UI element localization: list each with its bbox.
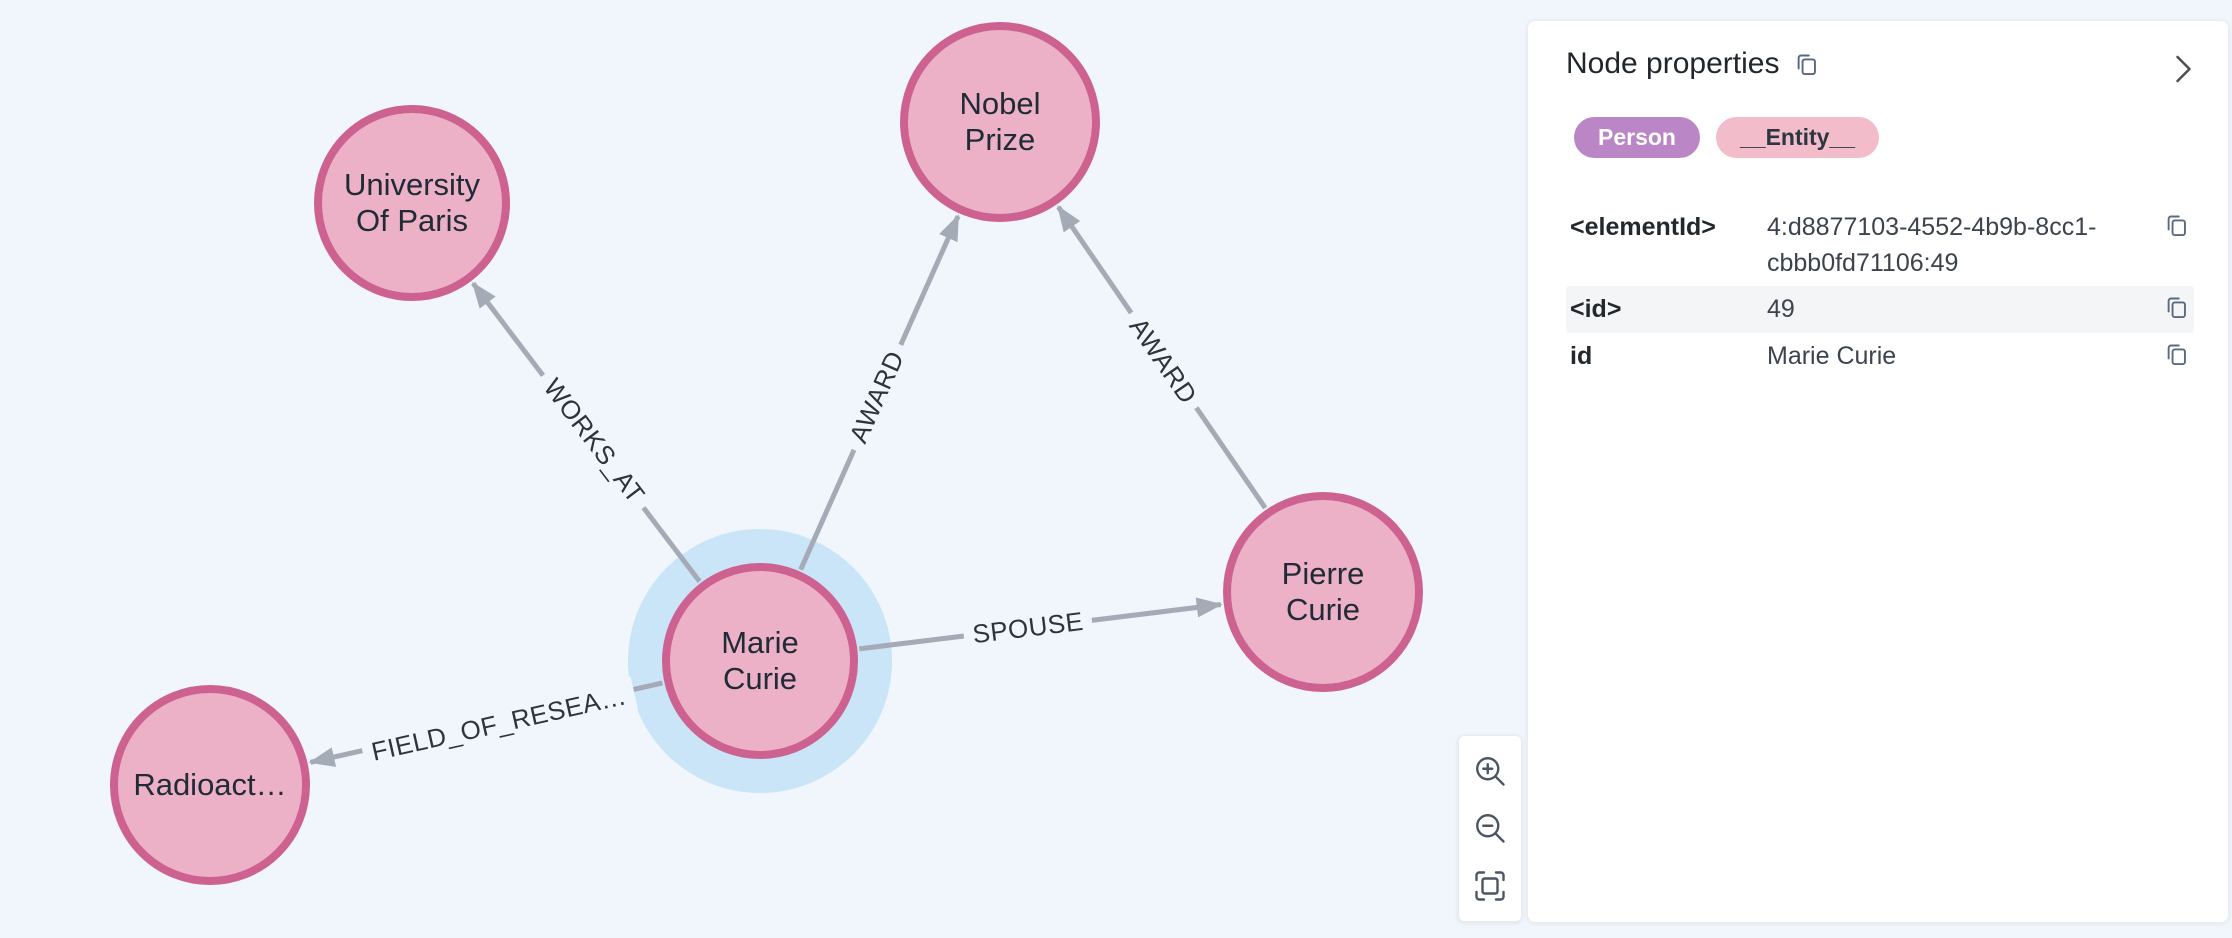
copy-property-button[interactable] <box>2163 341 2190 368</box>
property-key: <id> <box>1570 295 1622 323</box>
node-label: Radioact… <box>133 767 287 802</box>
property-key: id <box>1570 342 1593 370</box>
node-label: Curie <box>722 661 798 696</box>
zoom-out-icon <box>1476 814 1505 844</box>
zoom-in-button[interactable] <box>1472 753 1508 789</box>
fit-to-screen-icon <box>1475 871 1505 901</box>
copy-property-button[interactable] <box>2163 294 2190 321</box>
copy-icon <box>2167 344 2186 366</box>
chevron-right-icon <box>2176 55 2191 83</box>
node-label-badge: __Entity__ <box>1715 117 1880 158</box>
property-value: 49 <box>1767 295 1795 323</box>
copy-all-properties-button[interactable] <box>1793 51 1820 78</box>
property-row: <elementId> 4:d8877103-4552-4b9b-8cc1-cbb… <box>1566 204 2194 286</box>
copy-icon <box>2167 215 2186 237</box>
property-row: <id> 49 <box>1566 286 2194 333</box>
collapse-panel-button[interactable] <box>2164 51 2200 87</box>
node-label: Marie <box>721 625 799 660</box>
graph-node-radioactivity[interactable]: Radioact… <box>110 685 310 885</box>
fit-to-screen-button[interactable] <box>1472 868 1508 904</box>
property-value: 4:d8877103-4552-4b9b-8cc1-cbbb0fd71106:4… <box>1767 213 2097 277</box>
panel-header: Node properties <box>1566 47 1820 81</box>
node-label: Of Paris <box>356 203 468 238</box>
node-label-badge: Person <box>1574 117 1700 158</box>
copy-icon <box>1798 54 1817 75</box>
properties-table: <elementId> 4:d8877103-4552-4b9b-8cc1-cbb… <box>1566 204 2194 380</box>
node-label: Pierre <box>1281 556 1365 591</box>
node-label: Curie <box>1285 592 1361 627</box>
zoom-toolbar <box>1458 735 1522 922</box>
property-row: id Marie Curie <box>1566 333 2194 380</box>
copy-property-button[interactable] <box>2163 212 2190 239</box>
panel-title: Node properties <box>1566 47 1780 80</box>
property-value: Marie Curie <box>1767 342 1897 370</box>
node-properties-panel: Node properties Person __Entity__ <elemen… <box>1527 20 2229 923</box>
node-label: Prize <box>964 122 1036 157</box>
node-label: Nobel <box>959 86 1041 121</box>
node-label: University <box>343 167 481 202</box>
zoom-out-button[interactable] <box>1472 810 1508 846</box>
copy-icon <box>2167 297 2186 319</box>
property-key: <elementId> <box>1570 213 1716 241</box>
zoom-in-icon <box>1476 756 1505 786</box>
node-label-badges: Person __Entity__ <box>1574 117 1880 158</box>
